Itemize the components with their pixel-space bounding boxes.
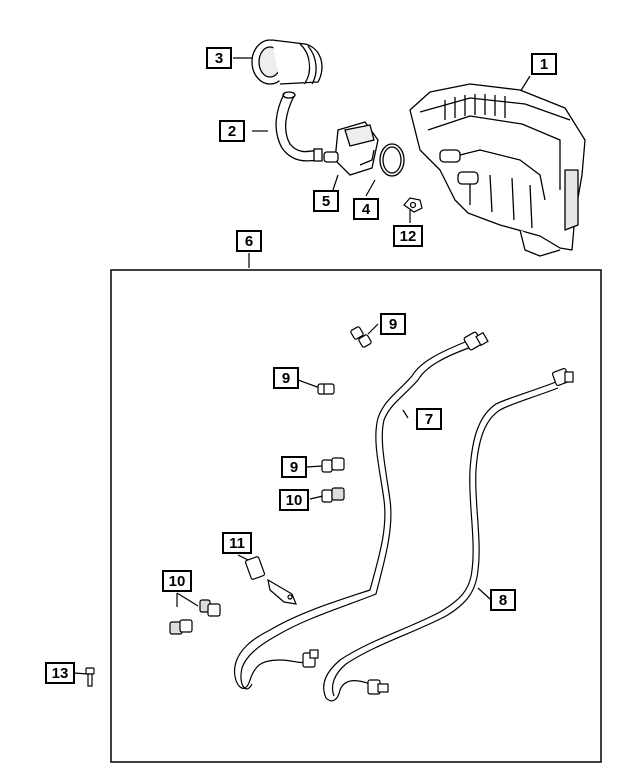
vapor-canister — [409, 83, 586, 257]
clip-10a — [321, 487, 345, 503]
valve — [323, 121, 379, 176]
callout-4: 4 — [353, 198, 379, 220]
filter-cap — [251, 39, 323, 85]
callout-12: 12 — [393, 225, 423, 247]
callout-2: 2 — [219, 120, 245, 142]
clip-9c — [321, 457, 345, 473]
push-clip — [403, 197, 423, 213]
bolt — [85, 667, 95, 687]
kit-frame — [110, 269, 602, 763]
clip-9b — [317, 383, 335, 395]
callout-9-top: 9 — [380, 313, 406, 335]
callout-9-middle: 9 — [273, 367, 299, 389]
callout-7: 7 — [416, 408, 442, 430]
clip-9a — [350, 326, 372, 348]
callout-6: 6 — [236, 230, 262, 252]
callout-10-lower: 10 — [162, 570, 192, 592]
callout-5: 5 — [313, 190, 339, 212]
bracket — [244, 556, 297, 605]
hose — [275, 91, 323, 162]
o-ring — [379, 143, 405, 177]
tube-8 — [323, 367, 574, 702]
callout-1: 1 — [531, 53, 557, 75]
callout-10-upper: 10 — [279, 489, 309, 511]
callout-9-lower: 9 — [281, 456, 307, 478]
clip-10b — [169, 599, 221, 635]
callout-11: 11 — [222, 532, 252, 554]
tube-7 — [234, 331, 489, 690]
callout-8: 8 — [490, 589, 516, 611]
callout-3: 3 — [206, 47, 232, 69]
callout-13: 13 — [45, 662, 75, 684]
